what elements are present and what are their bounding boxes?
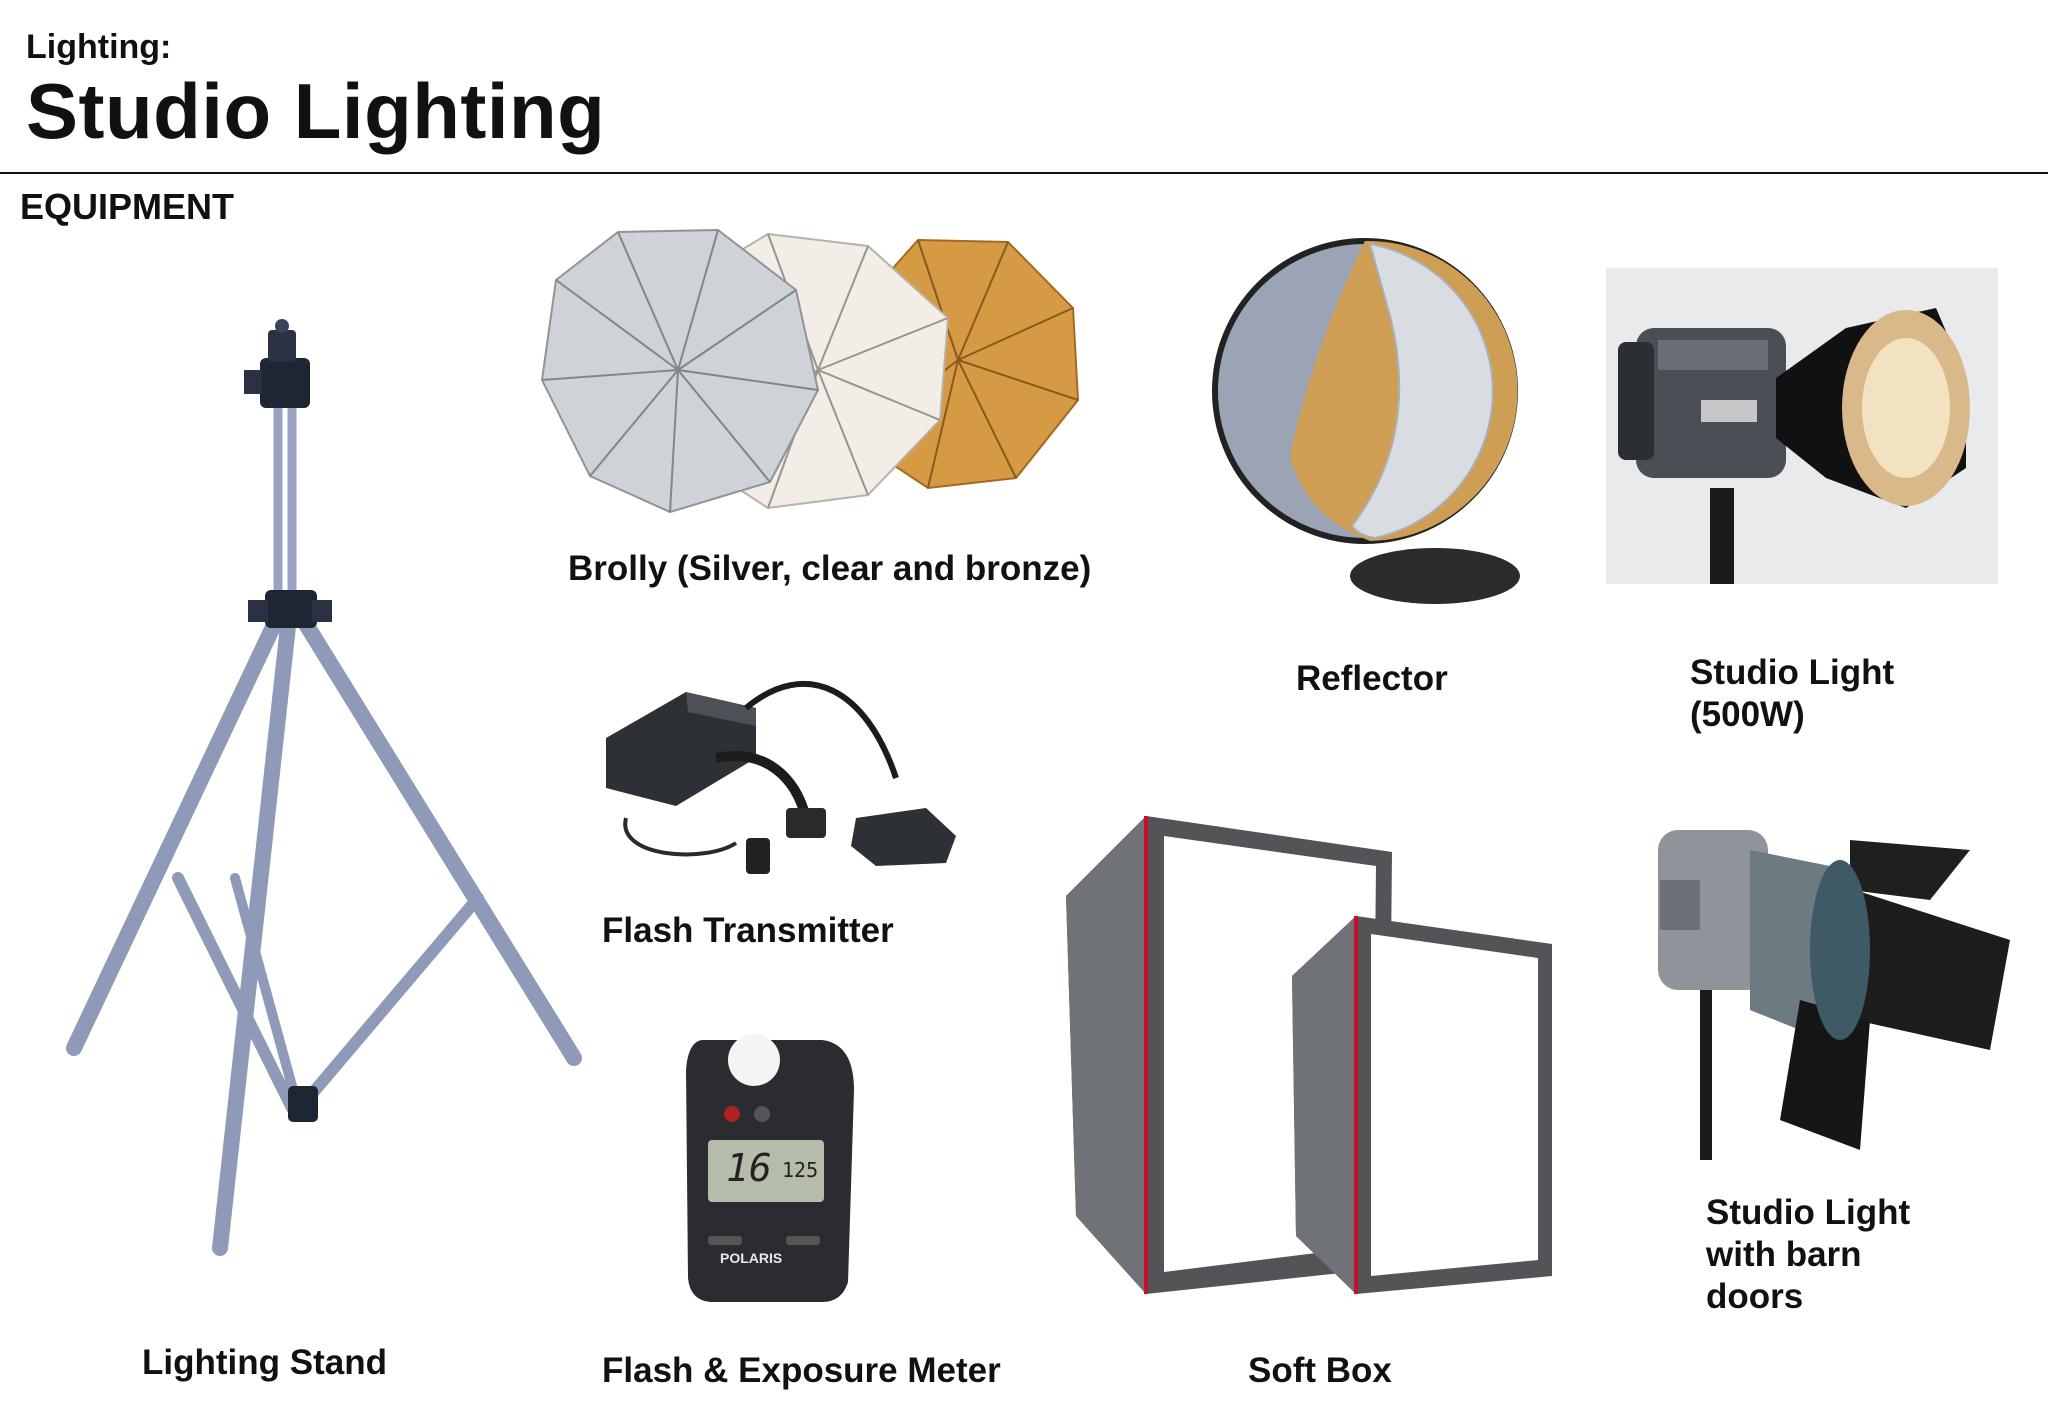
flash-transmitter-label: Flash Transmitter — [602, 911, 894, 950]
softbox-label: Soft Box — [1248, 1351, 1392, 1390]
meter-brand: POLARIS — [720, 1250, 783, 1266]
softbox-image — [1066, 816, 1552, 1294]
barn-door-light-label-line1: Studio Light — [1706, 1193, 1911, 1232]
lighting-stand-image — [66, 319, 582, 1256]
barn-door-light-image — [1658, 830, 2010, 1160]
brolly-label: Brolly (Silver, clear and bronze) — [568, 549, 1092, 588]
studio-light-label-line1: Studio Light — [1690, 653, 1895, 692]
reflector-image — [1212, 238, 1520, 604]
brolly-umbrellas-image — [540, 228, 1080, 514]
lighting-stand-label: Lighting Stand — [142, 1343, 387, 1382]
exposure-meter-label: Flash & Exposure Meter — [602, 1351, 1001, 1390]
studio-light-label-line2: (500W) — [1690, 695, 1805, 734]
reflector-label: Reflector — [1296, 659, 1448, 698]
exposure-meter-image: 16 125 POLARIS — [682, 1030, 862, 1306]
section-title: EQUIPMENT — [20, 186, 235, 227]
studio-light-image — [1606, 268, 1998, 584]
meter-sub-reading: 125 — [782, 1158, 819, 1182]
flash-transmitter-image — [606, 680, 956, 874]
barn-door-light-label-line3: doors — [1706, 1277, 1804, 1316]
page-title: Studio Lighting — [26, 67, 606, 155]
barn-door-light-label-line2: with barn — [1706, 1235, 1862, 1274]
header-divider — [0, 172, 2048, 174]
meter-reading: 16 — [726, 1146, 772, 1190]
page-kicker: Lighting: — [26, 28, 172, 66]
